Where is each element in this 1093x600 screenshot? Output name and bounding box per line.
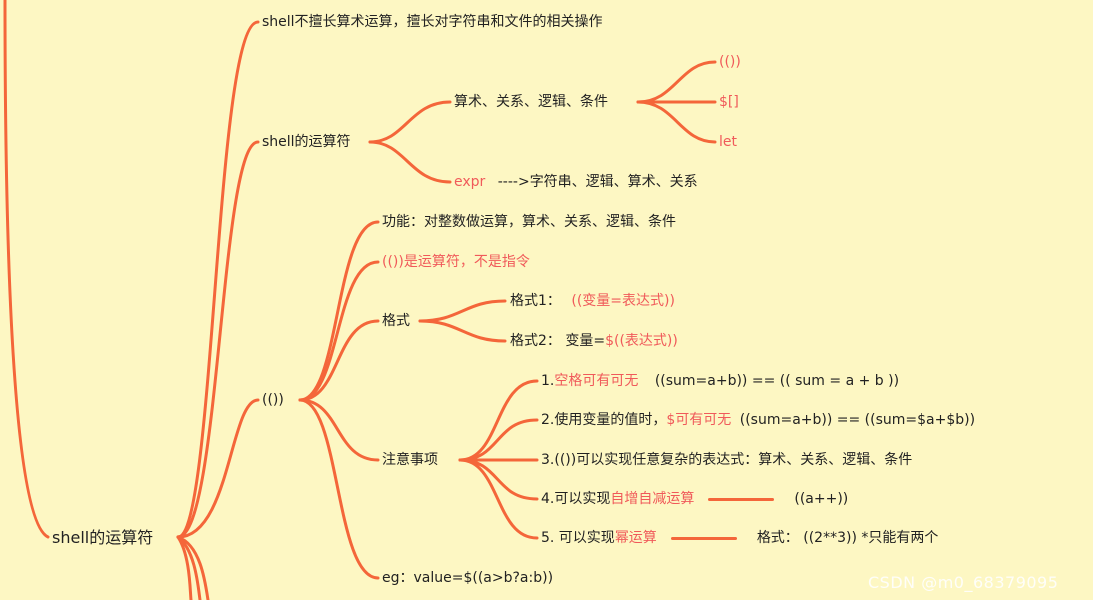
link-root-intro: [176, 20, 260, 539]
expr-desc: ---->字符串、逻辑、算术、关系: [497, 174, 698, 190]
note-5[interactable]: 5. 可以实现幂运算 格式： ((2**3)) *只能有两个: [541, 529, 938, 547]
example-node[interactable]: eg：value=$((a>b?a:b)): [382, 570, 554, 586]
link-paren-notes: [298, 398, 380, 462]
arith-item-paren[interactable]: (()): [719, 54, 741, 70]
arith-node[interactable]: 算术、关系、逻辑、条件: [454, 94, 608, 110]
note-3[interactable]: 3.(())可以实现任意复杂的表达式：算术、关系、逻辑、条件: [541, 452, 913, 468]
note-2[interactable]: 2.使用变量的值时，$可有可无 ((sum=a+b)) == ((sum=$a+…: [541, 411, 975, 429]
link-notes-n5: [458, 458, 539, 540]
link-notes-n2: [458, 418, 539, 462]
arith-item-bracket[interactable]: $[]: [719, 94, 739, 110]
note-5-rest: 格式： ((2**3)) *只能有两个: [756, 530, 939, 546]
link-paren-format: [298, 319, 380, 402]
link-paren-function: [298, 220, 380, 402]
link-root-down1: [176, 535, 210, 600]
format2-prefix: 格式2： 变量=: [510, 333, 606, 349]
link-arith-item3: [636, 100, 717, 144]
link-notes-n1: [458, 379, 539, 462]
link-notes-n4: [458, 458, 539, 501]
link-paren-example: [298, 398, 380, 580]
note-4-prefix: 4.可以实现: [541, 491, 611, 507]
intro-node[interactable]: shell不擅长算术运算，擅长对字符串和文件的相关操作: [262, 14, 603, 30]
note-1-rest: ((sum=a+b)) == (( sum = a + b )): [654, 373, 900, 389]
note-2-highlight: $可有可无: [666, 412, 732, 428]
ops-node[interactable]: shell的运算符: [262, 134, 351, 150]
link-ops-arith: [368, 100, 452, 144]
paren-node[interactable]: (()): [262, 392, 284, 408]
format-node[interactable]: 格式: [382, 313, 410, 329]
link-paren-notcmd: [298, 260, 380, 402]
not-command-node[interactable]: (())是运算符，不是指令: [382, 254, 530, 270]
link-arith-item1: [636, 60, 717, 104]
link-root-down3: [176, 535, 193, 600]
note-5-highlight: 幂运算: [614, 530, 657, 546]
format1-value: ((变量=表达式)): [571, 293, 675, 309]
note-4-rest: ((a++)): [794, 491, 849, 507]
link-trunk-top: [3, 0, 50, 539]
link-root-down2: [176, 535, 202, 600]
expr-name: expr: [454, 174, 486, 190]
link-format-f1: [418, 299, 507, 323]
function-node[interactable]: 功能：对整数做运算，算术、关系、逻辑、条件: [382, 214, 676, 230]
note-4[interactable]: 4.可以实现自增自减运算 ((a++)): [541, 490, 848, 508]
format2-node[interactable]: 格式2： 变量=$((表达式)): [510, 332, 678, 350]
note-4-highlight: 自增自减运算: [610, 491, 695, 507]
note-2-rest: ((sum=a+b)) == ((sum=$a+$b)): [739, 412, 976, 428]
format2-value: $((表达式)): [605, 333, 678, 349]
expr-node[interactable]: expr ---->字符串、逻辑、算术、关系: [454, 173, 698, 191]
format1-node[interactable]: 格式1： ((变量=表达式)): [510, 292, 675, 310]
root-node[interactable]: shell的运算符: [52, 528, 154, 547]
notes-node[interactable]: 注意事项: [382, 452, 438, 468]
note-5-connector: [670, 536, 737, 540]
arith-item-let[interactable]: let: [719, 134, 737, 150]
link-root-paren: [176, 398, 260, 539]
link-root-ops: [176, 140, 260, 539]
link-ops-expr: [368, 140, 452, 184]
format1-prefix: 格式1：: [510, 293, 561, 309]
note-1-prefix: 1.: [541, 373, 555, 389]
note-1[interactable]: 1.空格可有可无 ((sum=a+b)) == (( sum = a + b )…: [541, 372, 899, 390]
note-2-prefix: 2.使用变量的值时，: [541, 412, 667, 428]
note-5-prefix: 5. 可以实现: [541, 530, 615, 546]
note-1-highlight: 空格可有可无: [554, 373, 639, 389]
watermark: CSDN @m0_68379095: [868, 573, 1059, 592]
note-4-connector: [708, 497, 775, 501]
link-format-f2: [418, 319, 507, 343]
